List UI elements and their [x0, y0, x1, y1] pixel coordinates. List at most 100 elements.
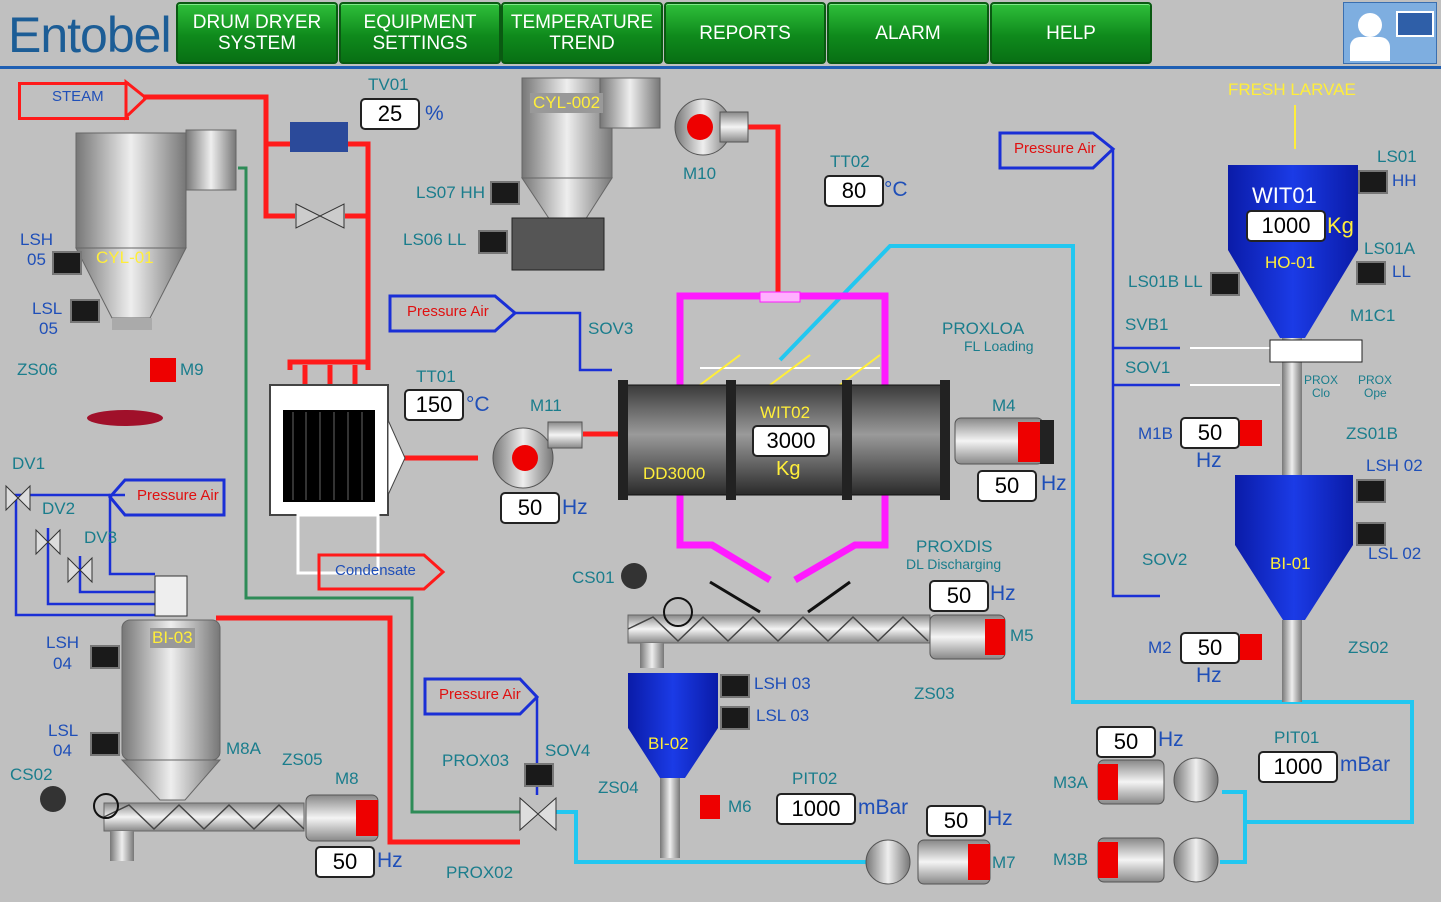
ls01a-ll-label: LL [1392, 262, 1411, 281]
lsl03-indicator [720, 706, 750, 730]
ho01-label: HO-01 [1265, 253, 1316, 272]
tt02-value[interactable]: 80 [824, 175, 884, 207]
zs05-label: ZS05 [282, 750, 323, 769]
tt01-value[interactable]: 150 [404, 389, 464, 421]
tv01-tag: TV01 [368, 75, 409, 94]
pit02-value: 1000 [776, 793, 856, 825]
dv2-label[interactable]: DV2 [42, 499, 76, 518]
m3a-tag: M3A [1053, 773, 1088, 792]
dv1-label[interactable]: DV1 [12, 454, 46, 473]
nav-reports[interactable]: REPORTS [664, 2, 826, 64]
m4-unit: Hz [1041, 472, 1067, 495]
proxdis-label: PROXDIS [916, 537, 993, 556]
wit02-value: 3000 [752, 425, 830, 457]
nav-alarm[interactable]: ALARM [827, 2, 989, 64]
sov4-indicator [524, 763, 554, 787]
pressure-air-label: Pressure Air [137, 487, 219, 504]
prox-clo-sub: Clo [1312, 386, 1331, 400]
pit02-tag: PIT02 [792, 769, 838, 788]
nav-help[interactable]: HELP [990, 2, 1152, 64]
m11-unit: Hz [562, 496, 588, 519]
m8a-tag: M8A [226, 739, 261, 758]
lsh05-label: LSH [20, 230, 54, 249]
cyl002-label: CYL-002 [530, 93, 604, 113]
m3a-speed[interactable]: 50 [1096, 726, 1156, 758]
m11-speed[interactable]: 50 [500, 492, 560, 524]
steam-flag [18, 82, 129, 120]
m5-unit: Hz [990, 582, 1016, 605]
lsh04-number: 04 [53, 654, 72, 673]
sov4-label[interactable]: SOV4 [545, 741, 591, 760]
lsl03-label: LSL 03 [756, 706, 810, 725]
m8-speed[interactable]: 50 [315, 846, 375, 878]
m2-unit: Hz [1196, 664, 1222, 687]
m7-unit: Hz [987, 807, 1013, 830]
lsh05-number: 05 [27, 250, 46, 269]
nav-temperature-trend[interactable]: TEMPERATURE TREND [501, 2, 663, 64]
m7-speed[interactable]: 50 [926, 805, 986, 837]
ls01-indicator [1358, 170, 1388, 194]
pit01-tag: PIT01 [1274, 728, 1320, 747]
nav-drum-dryer-system[interactable]: DRUM DRYER SYSTEM [176, 2, 338, 64]
cs02-label: CS02 [10, 765, 53, 784]
ls01b-indicator [1210, 272, 1240, 296]
cs01-label: CS01 [572, 568, 615, 587]
m2-speed[interactable]: 50 [1180, 632, 1240, 664]
m9-tag: M9 [180, 360, 204, 379]
dd3000-label: DD3000 [643, 464, 706, 483]
nav-label: REPORTS [699, 22, 791, 44]
m6-tag: M6 [728, 797, 752, 816]
svb1-label[interactable]: SVB1 [1125, 315, 1169, 334]
m2-tag: M2 [1148, 638, 1172, 657]
larvae-arrow [1294, 105, 1296, 149]
pressure-air-label: Pressure Air [1014, 140, 1096, 157]
nav-label: EQUIPMENT SETTINGS [363, 12, 477, 54]
lsh03-label: LSH 03 [754, 674, 811, 693]
prox-clo-label: PROX [1304, 373, 1339, 387]
dv3-label[interactable]: DV3 [84, 528, 118, 547]
sov2-label[interactable]: SOV2 [1142, 550, 1188, 569]
m5-speed[interactable]: 50 [929, 580, 989, 612]
wit02-unit: Kg [776, 458, 801, 480]
operator-icon[interactable] [1343, 2, 1437, 64]
bi01-label: BI-01 [1270, 554, 1311, 573]
pit01-value: 1000 [1258, 751, 1338, 783]
wit01-value: 1000 [1246, 210, 1326, 242]
tv01-value[interactable]: 25 [360, 98, 420, 130]
ls07hh-label: LS07 HH [416, 183, 485, 202]
sov3-label: SOV3 [588, 319, 634, 338]
m11-tag: M11 [530, 396, 562, 415]
tt02-tag: TT02 [830, 152, 870, 171]
lsh05-indicator [52, 251, 82, 275]
bi02-label: BI-02 [648, 734, 689, 753]
m1b-speed[interactable]: 50 [1180, 417, 1240, 449]
m4-speed[interactable]: 50 [977, 470, 1037, 502]
ls01-hh-label: HH [1392, 171, 1417, 190]
zs02-label: ZS02 [1348, 638, 1389, 657]
zs04-label: ZS04 [598, 778, 639, 797]
zs03-label: ZS03 [914, 684, 955, 703]
nav-label: HELP [1046, 22, 1096, 44]
prox02-label: PROX02 [446, 863, 514, 882]
lsh04-label: LSH [46, 633, 80, 652]
lsl05-label: LSL [32, 299, 63, 318]
wit01-tag: WIT01 [1252, 183, 1317, 208]
header-divider [0, 66, 1441, 69]
ls07hh-indicator [490, 181, 520, 205]
lsh04-indicator [90, 645, 120, 669]
lsl05-indicator [70, 299, 100, 323]
nav-equipment-settings[interactable]: EQUIPMENT SETTINGS [339, 2, 501, 64]
m3b-tag: M3B [1053, 850, 1088, 869]
steam-label: STEAM [52, 88, 104, 105]
pressure-air-label: Pressure Air [439, 686, 521, 703]
condensate-label: Condensate [335, 562, 416, 579]
ls06ll-label: LS06 LL [403, 230, 467, 249]
tt02-unit: °C [884, 178, 908, 201]
m3a-unit: Hz [1158, 728, 1184, 751]
sov1-label[interactable]: SOV1 [1125, 358, 1171, 377]
dl-discharging-label: DL Discharging [906, 556, 1002, 572]
proxloa-label: PROXLOA [942, 319, 1025, 338]
lsh02-label: LSH 02 [1366, 456, 1423, 475]
lsl05-number: 05 [39, 319, 58, 338]
pit02-unit: mBar [858, 796, 909, 819]
